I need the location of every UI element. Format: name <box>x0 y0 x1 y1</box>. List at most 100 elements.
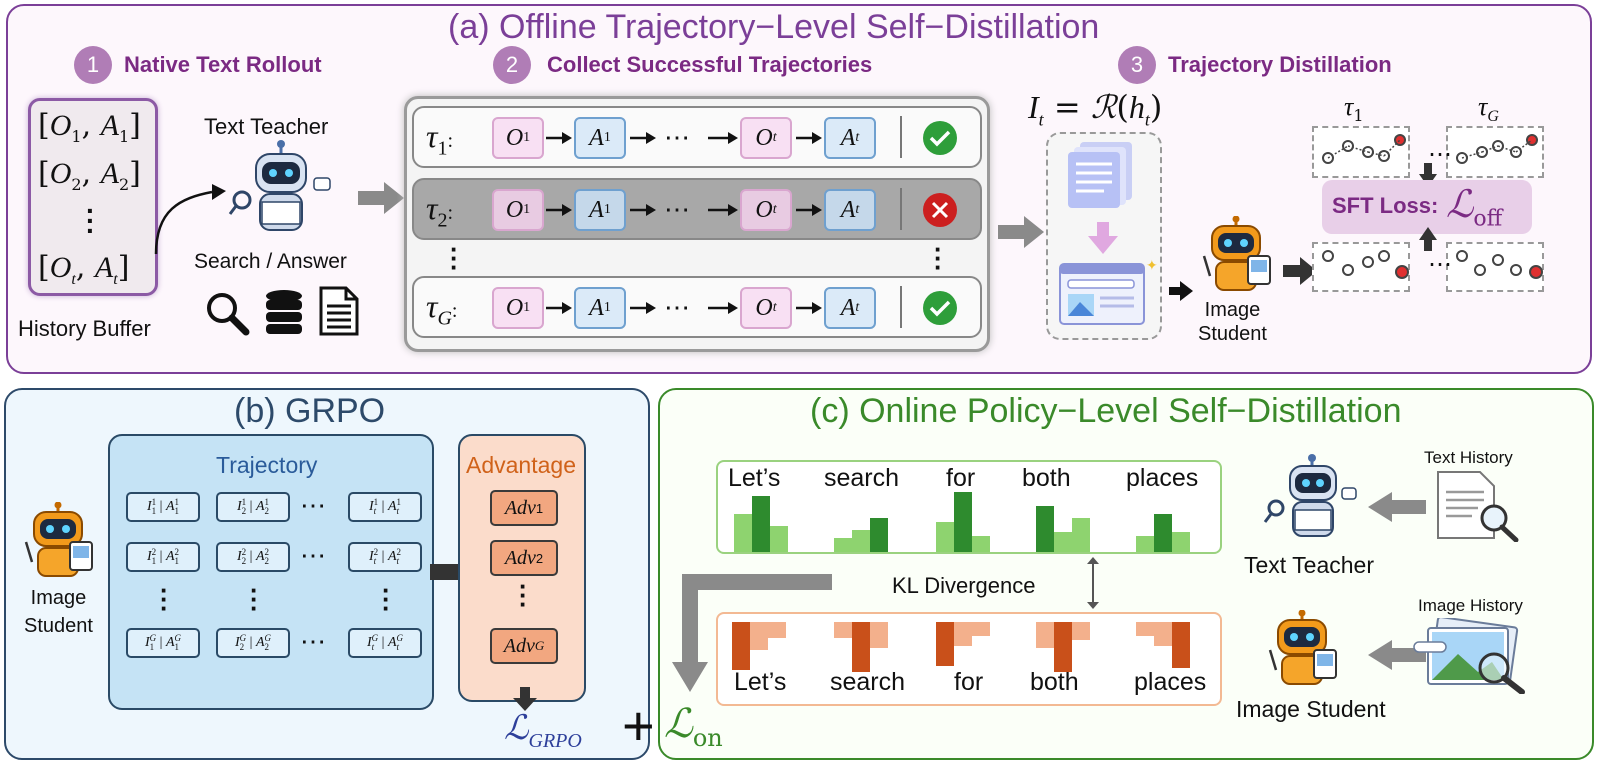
kl-divergence-label: KL Divergence <box>892 573 1036 598</box>
grid-row-ellipsis: ⋯ <box>300 540 326 570</box>
panel-a-title: (a) Offline Trajectory−Level Self−Distil… <box>448 8 1100 46</box>
trajectories-vdots-left: ··· <box>450 234 459 282</box>
row-divider <box>900 286 902 328</box>
advantage-vdots: ··· <box>519 571 528 619</box>
teacher-sequence-box-1 <box>1312 126 1410 178</box>
step-arrow <box>546 204 572 216</box>
render-to-student-arrow <box>1169 281 1193 301</box>
student-prob-bar <box>1054 622 1072 672</box>
student-token-sequences: ⋯ <box>1322 250 1543 279</box>
step-arrow <box>546 132 572 144</box>
text-teacher-robot-icon-c <box>1263 454 1357 537</box>
teacher-prob-bar <box>752 496 770 552</box>
teacher-token-word: Let’s <box>728 464 781 492</box>
step-2-badge: 2 <box>493 46 531 84</box>
cross-icon <box>923 193 957 227</box>
teacher-prob-bar <box>1136 536 1154 552</box>
trajectories-vdots-right: ··· <box>934 234 943 282</box>
grid-column-vdots: ··· <box>160 575 169 623</box>
teacher-token-sequences: ⋯ <box>1322 134 1538 168</box>
buffer-to-teacher-arrow <box>154 184 226 255</box>
step-arrow <box>546 302 572 314</box>
grid-column-vdots: ··· <box>382 575 391 623</box>
teacher-prob-bar <box>1172 532 1190 552</box>
image-history-label: Image History <box>1418 596 1523 615</box>
step-arrow <box>708 302 738 314</box>
image-student-label-a: Image Student <box>1198 299 1267 345</box>
student-to-sft-arrow <box>1283 257 1317 285</box>
text-pages-icon <box>1068 142 1132 208</box>
image-student-robot-icon <box>1202 216 1271 291</box>
step-1-badge: 1 <box>74 46 112 84</box>
teacher-prob-bar <box>1154 514 1172 552</box>
rendered-image-icon: ✦ <box>1059 258 1158 325</box>
step-ellipsis: ⋯ <box>664 194 690 224</box>
step-arrow <box>630 302 656 314</box>
step-arrow <box>796 204 822 216</box>
teacher-prob-bar <box>870 518 888 552</box>
rollout-to-trajectories-arrow <box>358 182 404 214</box>
teacher-prob-bar <box>852 530 870 552</box>
student-prob-bar <box>972 622 990 636</box>
history-item-2: [O2, A2] <box>38 156 141 194</box>
step-3-label: Trajectory Distillation <box>1168 52 1392 77</box>
step-2-label: Collect Successful Trajectories <box>547 52 873 77</box>
magnifier-icon <box>207 293 250 336</box>
teacher-token-word: places <box>1126 464 1199 492</box>
student-prob-bar <box>1136 622 1154 636</box>
trajectory-name: τ2: <box>426 190 454 232</box>
teacher-prob-bar <box>734 514 752 552</box>
loss-on: ℒon <box>664 701 723 752</box>
student-prob-bar <box>1036 622 1054 648</box>
student-to-sft-up-arrow <box>1419 227 1437 251</box>
check-icon <box>923 291 957 325</box>
history-buffer-box <box>28 98 158 296</box>
text-teacher-label: Text Teacher <box>204 114 329 139</box>
student-token-word: places <box>1134 668 1207 696</box>
student-prob-bar <box>1172 622 1190 668</box>
plus-sign: + <box>622 694 655 757</box>
panel-c-title: (c) Online Policy−Level Self−Distillatio… <box>810 392 1402 430</box>
text-history-label: Text History <box>1424 448 1513 467</box>
history-vdots: ··· <box>86 195 96 246</box>
teacher-prob-bar <box>1054 532 1072 552</box>
tau-1-label: τ1 <box>1344 92 1364 126</box>
student-prob-bar <box>1154 622 1172 646</box>
history-item-t: [Ot, At] <box>38 250 130 288</box>
student-prob-bar <box>834 622 852 638</box>
student-prob-bar <box>852 622 870 672</box>
history-buffer-label: History Buffer <box>18 316 151 341</box>
teacher-prob-bar <box>936 522 954 552</box>
teacher-token-word: both <box>1022 464 1071 492</box>
step-arrow <box>796 132 822 144</box>
trajectory-name: τG: <box>426 288 458 330</box>
row-divider <box>900 188 902 230</box>
student-prob-bar <box>768 622 786 638</box>
teacher-sequence-box-g <box>1446 126 1544 178</box>
student-token-word: both <box>1030 668 1079 696</box>
student-prob-bar <box>936 622 954 666</box>
step-ellipsis: ⋯ <box>664 122 690 152</box>
trajectories-to-render-arrow <box>998 216 1044 248</box>
student-prob-bar <box>750 622 768 650</box>
svg-text:✦: ✦ <box>1146 258 1158 273</box>
